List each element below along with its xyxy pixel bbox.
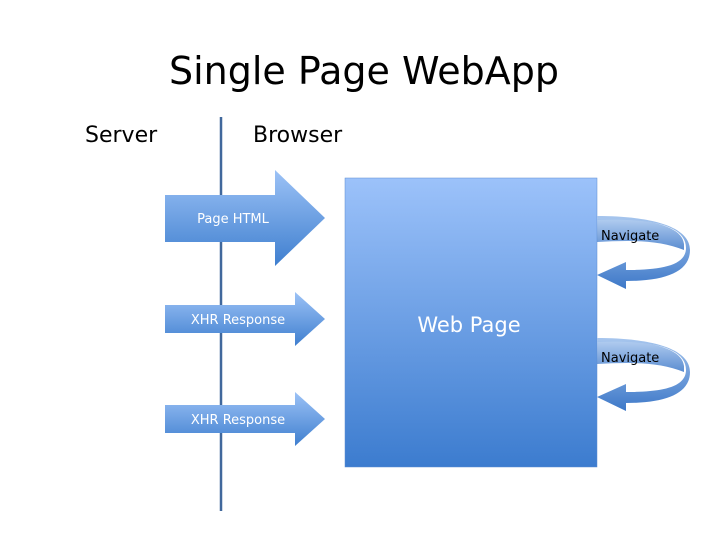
- title: Single Page WebApp: [169, 49, 559, 93]
- navigate-loop-1: Navigate: [597, 216, 690, 289]
- svg-text:XHR Response: XHR Response: [191, 313, 285, 328]
- svg-text:Navigate: Navigate: [601, 351, 659, 366]
- svg-text:XHR Response: XHR Response: [191, 413, 285, 428]
- server-label: Server: [85, 123, 158, 148]
- xhr-response-arrow-2: XHR Response: [165, 392, 325, 446]
- svg-text:Page HTML: Page HTML: [197, 212, 270, 227]
- browser-label: Browser: [253, 123, 343, 148]
- svg-text:Web Page: Web Page: [417, 313, 520, 337]
- xhr-response-arrow-1: XHR Response: [165, 292, 325, 346]
- svg-text:Navigate: Navigate: [601, 229, 659, 244]
- page-html-arrow: Page HTML: [165, 170, 325, 266]
- navigate-loop-2: Navigate: [597, 338, 690, 411]
- web-page-box: Web Page: [344, 177, 598, 468]
